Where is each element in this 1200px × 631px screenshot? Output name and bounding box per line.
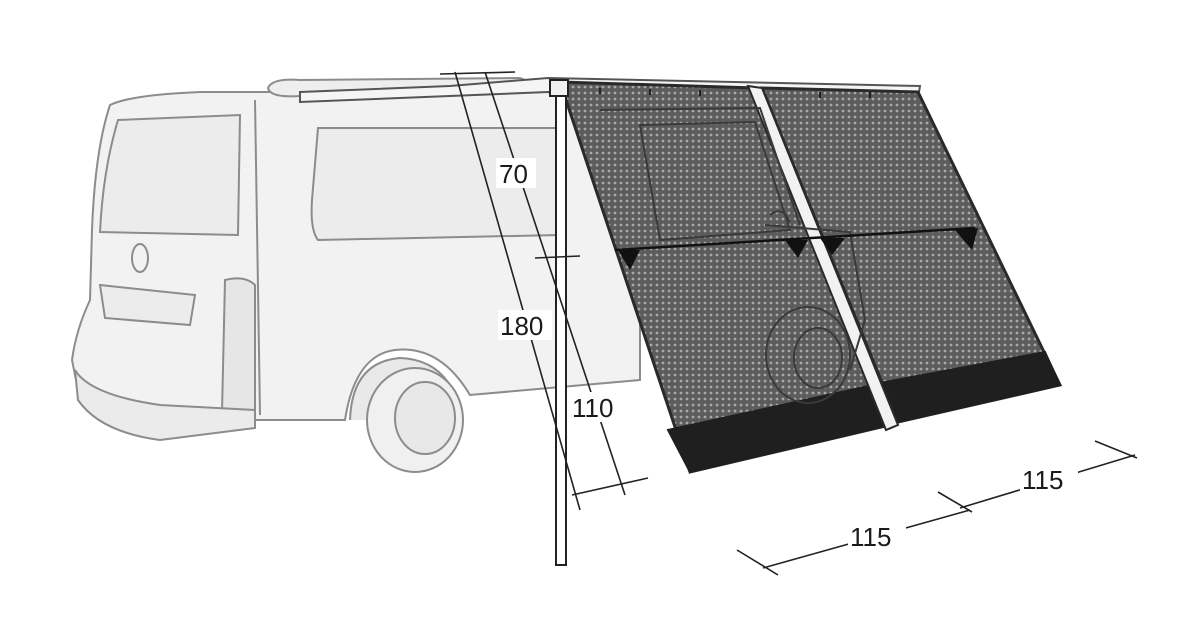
dim-text-115-right: 115: [1022, 465, 1063, 495]
van-bumper: [74, 369, 256, 442]
dim-text-110: 110: [572, 393, 613, 423]
dim-label-115-right: 115: [1020, 463, 1078, 495]
dim-text-115-left: 115: [850, 522, 891, 552]
dim-label-115-left: 115: [848, 520, 906, 552]
van-through-mesh: [599, 106, 867, 404]
dim-label-110: 110: [570, 392, 626, 423]
dim-label-70: 70: [496, 158, 536, 189]
van-rear-window: [98, 113, 242, 237]
van: [70, 76, 641, 473]
dim-text-70: 70: [499, 159, 528, 189]
dim-text-180: 180: [500, 311, 543, 341]
van-tail-light: [220, 277, 256, 416]
dim-label-180: 180: [498, 310, 552, 341]
van-emblem: [131, 243, 149, 273]
awning-pole: [549, 79, 569, 566]
panel-divider: [746, 84, 900, 432]
top-hooks: [599, 88, 871, 98]
van-rear-wheel: [349, 356, 464, 473]
tension-rope: [614, 226, 978, 270]
van-plate-recess: [98, 283, 197, 327]
van-door-line: [254, 99, 261, 416]
van-side-window: [310, 127, 561, 242]
